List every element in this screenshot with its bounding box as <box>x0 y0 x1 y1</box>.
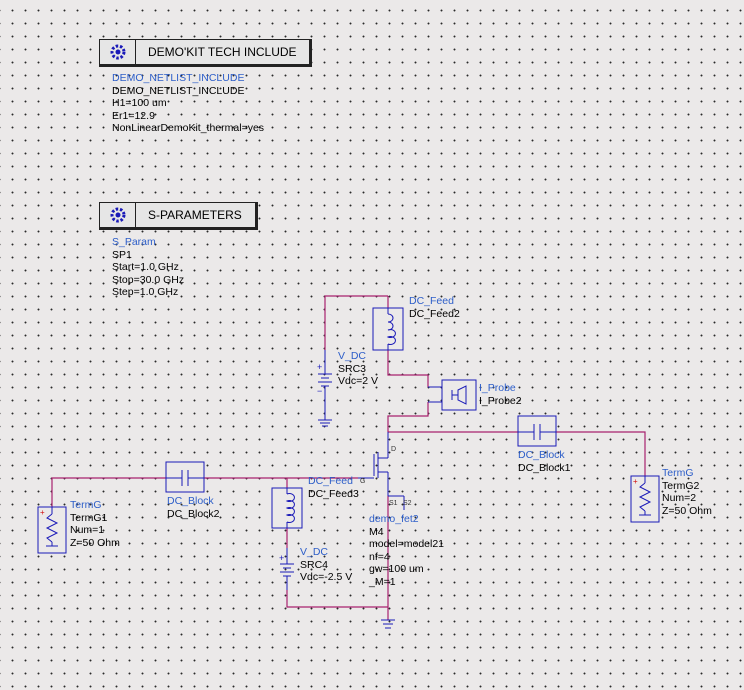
wires <box>51 295 646 620</box>
tech-include-title: DEMO'KIT TECH INCLUDE <box>148 45 297 59</box>
dc-block2-label: DC_Block DC_Block2 <box>167 495 220 520</box>
tech-include-block[interactable]: DEMO'KIT TECH INCLUDE <box>99 39 312 67</box>
wire[interactable] <box>286 590 388 608</box>
vdc-src3-symbol[interactable] <box>318 350 332 420</box>
termg2-plus: + <box>633 477 638 486</box>
fet-pin-s1: S1 <box>389 500 398 507</box>
ground-icon <box>318 419 332 427</box>
vdc-src3-label: V_DC SRC3 Vdc=2 V <box>338 350 378 387</box>
dc-block2-symbol[interactable] <box>165 461 205 493</box>
dc-block1-label: DC_Block DC_Block1 <box>518 449 571 474</box>
termg2-label: TermG TermG2 Num=2 Z=50 Ohm <box>662 467 712 517</box>
vdc-src4-plus: + <box>279 553 284 563</box>
wire[interactable] <box>556 431 646 480</box>
termg1-label: TermG TermG1 Num=1 Z=50 Ohm <box>70 499 120 549</box>
wire[interactable] <box>387 402 429 432</box>
fet-pin-s2: S2 <box>403 500 412 507</box>
termg1-plus: + <box>40 508 45 517</box>
s-param-name: S_Param <box>112 236 156 248</box>
fet-pin-g: G <box>360 478 366 485</box>
vdc-src3-minus: − <box>317 386 322 396</box>
s-parameters-block[interactable]: S-PARAMETERS <box>99 202 258 230</box>
dc-feed3-label: DC_Feed DC_Feed3 <box>308 475 359 500</box>
dc-block1-symbol[interactable] <box>517 415 557 447</box>
dc-feed2-symbol[interactable] <box>372 307 404 351</box>
gear-icon <box>100 203 136 227</box>
wire[interactable] <box>387 350 429 387</box>
ground-icon <box>381 619 395 629</box>
wire[interactable] <box>51 477 166 507</box>
termg1-symbol[interactable] <box>37 506 67 554</box>
wire[interactable] <box>324 295 388 350</box>
s-parameters-title: S-PARAMETERS <box>148 208 242 222</box>
i-probe-symbol[interactable] <box>428 379 477 411</box>
dc-feed2-label: DC_Feed DC_Feed2 <box>409 295 460 320</box>
fet-label: demo_fet2 M4 model=model21 nf=4 gw=100 u… <box>369 513 445 588</box>
tech-include-name: DEMO_NETLIST_INCLUDE <box>112 72 245 84</box>
fet-pin-d: D <box>391 446 397 453</box>
vdc-src4-symbol[interactable] <box>280 548 294 590</box>
i-probe-label: I_Probe I_Probe2 <box>479 382 522 407</box>
fet-symbol[interactable] <box>358 432 405 510</box>
tech-include-params: DEMO_NETLIST_INCLUDE H1=100 um Er1=12.9 … <box>112 84 265 135</box>
dc-feed3-symbol[interactable] <box>271 487 303 529</box>
gear-icon <box>100 40 136 64</box>
termg2-symbol[interactable] <box>630 475 660 523</box>
vdc-src4-label: V_DC SRC4 Vdc=-2.5 V <box>300 546 353 583</box>
vdc-src3-plus: + <box>317 362 322 372</box>
s-param-params: SP1 Start=1.0 GHz Stop=30.0 GHz Step=1.0… <box>112 248 185 299</box>
